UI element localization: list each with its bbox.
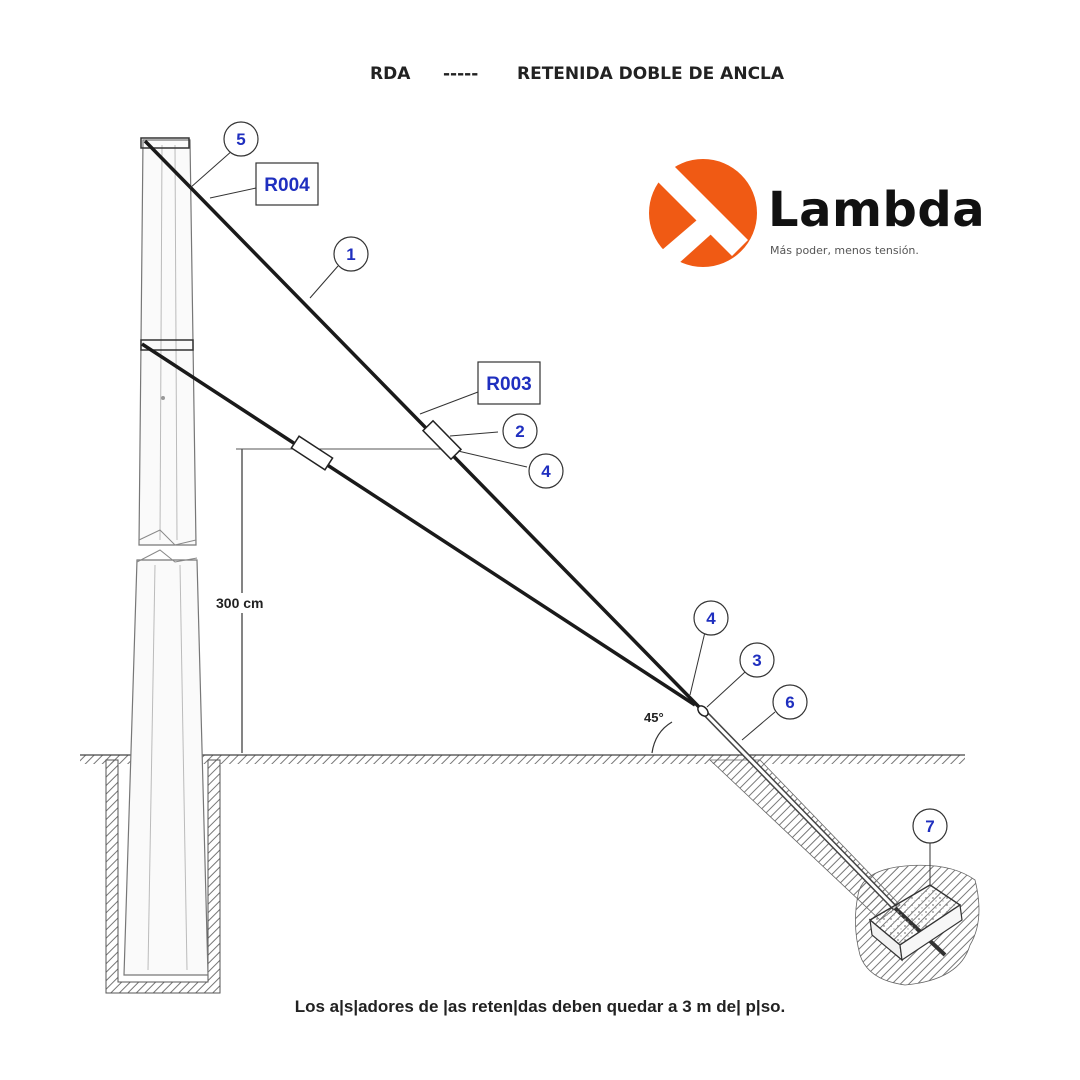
upper-guy-wire xyxy=(143,139,702,710)
pole xyxy=(123,137,209,976)
callouts: 5 1 2 4 4 3 6 7 xyxy=(223,121,948,844)
lower-guy-wire xyxy=(141,342,696,707)
callout-7: 7 xyxy=(912,808,948,844)
ground xyxy=(80,754,980,994)
callout-2: 2 xyxy=(502,413,538,449)
logo-brand: Lambda xyxy=(768,182,986,238)
guy-wires xyxy=(141,139,963,962)
svg-text:6: 6 xyxy=(785,693,794,712)
title-separator: ----- xyxy=(443,64,479,84)
svg-text:7: 7 xyxy=(925,817,934,836)
callout-6: 6 xyxy=(772,684,808,720)
diagram-title: RDA ----- RETENIDA DOBLE DE ANCLA xyxy=(0,62,1080,88)
logo-tagline: Más poder, menos tensión. xyxy=(770,244,919,257)
angle-label: 45° xyxy=(644,710,664,725)
svg-text:1: 1 xyxy=(346,245,355,264)
title-name: RETENIDA DOBLE DE ANCLA xyxy=(517,64,785,84)
svg-text:2: 2 xyxy=(515,422,524,441)
tag-r004-label: R004 xyxy=(264,175,310,196)
footer-note: Los a|s|adores de |as reten|das deben qu… xyxy=(294,997,786,1016)
tag-r004: R004 xyxy=(255,162,319,206)
svg-text:4: 4 xyxy=(706,609,716,628)
leader-lines xyxy=(189,149,931,885)
upper-insulator xyxy=(421,419,463,461)
height-dimension: 300 cm xyxy=(212,448,455,753)
lambda-logo: Lambda Más poder, menos tensión. xyxy=(648,158,988,270)
height-label: 300 cm xyxy=(216,595,263,611)
svg-text:4: 4 xyxy=(541,462,551,481)
svg-text:5: 5 xyxy=(236,130,245,149)
angle-marker: 45° xyxy=(644,710,673,754)
callout-5: 5 xyxy=(223,121,259,157)
callout-1: 1 xyxy=(333,236,369,272)
callout-4-lower: 4 xyxy=(693,600,729,636)
lambda-logo-icon xyxy=(649,159,757,267)
tag-r003-label: R003 xyxy=(486,374,531,395)
svg-text:3: 3 xyxy=(752,651,761,670)
lower-insulator xyxy=(290,435,334,471)
callout-4-upper: 4 xyxy=(528,453,564,489)
title-code: RDA xyxy=(370,64,411,84)
tag-r003: R003 xyxy=(477,361,541,405)
callout-3: 3 xyxy=(739,642,775,678)
